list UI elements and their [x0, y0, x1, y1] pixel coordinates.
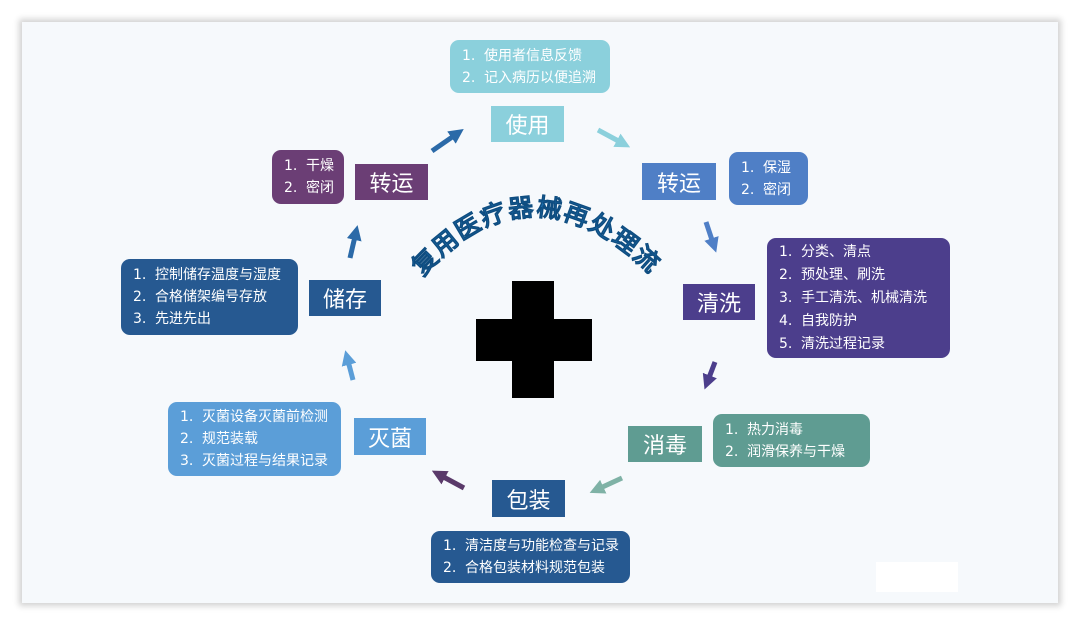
arrow-transport2-to-use — [430, 129, 464, 154]
stage-use: 使用 — [491, 106, 564, 142]
stage-store-label: 储存 — [322, 288, 367, 313]
transport-1-details: 1.保湿 2.密闭 — [729, 152, 808, 205]
list-item: 1.灭菌设备灭菌前检测 — [180, 409, 328, 425]
stage-disinfect-label: 消毒 — [642, 434, 687, 459]
list-item: 1.使用者信息反馈 — [462, 47, 582, 64]
clean-details: 1.分类、清点 2.预处理、刷洗 3.手工清洗、机械清洗 4.自我防护 5.清洗… — [767, 238, 950, 358]
list-item: 2.预处理、刷洗 — [779, 267, 885, 283]
stage-store: 储存 — [309, 280, 381, 316]
stage-sterilize-label: 灭菌 — [367, 426, 412, 452]
stage-clean: 清洗 — [683, 284, 755, 320]
use-details: 1.使用者信息反馈 2.记入病历以便追溯 — [450, 40, 610, 93]
stage-use-label: 使用 — [505, 114, 550, 139]
arrow-use-to-transport1 — [596, 127, 631, 148]
list-item: 2.合格包装材料规范包装 — [443, 560, 605, 576]
stage-transport-2: 转运 — [355, 164, 428, 200]
arrow-pack-to-sterilize — [431, 470, 466, 491]
store-details: 1.控制储存温度与湿度 2.合格储架编号存放 3.先进先出 — [121, 259, 298, 335]
list-item: 2.记入病历以便追溯 — [462, 69, 596, 86]
blank-patch — [876, 562, 958, 592]
stage-clean-label: 清洗 — [696, 292, 741, 317]
list-item: 4.自我防护 — [779, 313, 857, 329]
stage-pack-label: 包装 — [506, 488, 551, 514]
list-item: 5.清洗过程记录 — [779, 336, 885, 352]
stage-disinfect: 消毒 — [628, 426, 702, 462]
stage-transport-1-label: 转运 — [656, 171, 701, 197]
arrow-store-to-transport2 — [346, 225, 362, 259]
arrow-transport1-to-clean — [703, 221, 719, 253]
list-item: 2.规范装载 — [180, 431, 258, 447]
arrow-disinfect-to-pack — [589, 475, 624, 494]
list-item: 2.密闭 — [741, 181, 791, 198]
transport-2-details: 1.干燥 2.密闭 — [272, 150, 344, 204]
arrow-sterilize-to-store — [341, 350, 357, 381]
medical-cross-horizontal — [476, 319, 592, 361]
list-item: 1.清洁度与功能检查与记录 — [443, 538, 619, 554]
stage-pack: 包装 — [492, 480, 565, 517]
list-item: 1.控制储存温度与湿度 — [133, 267, 281, 283]
stage-transport-2-label: 转运 — [369, 172, 414, 197]
sterilize-details: 1.灭菌设备灭菌前检测 2.规范装载 3.灭菌过程与结果记录 — [168, 402, 341, 476]
list-item: 1.保湿 — [741, 159, 791, 176]
list-item: 1.热力消毒 — [725, 421, 803, 438]
list-item: 1.分类、清点 — [779, 244, 871, 260]
list-item: 3.手工清洗、机械清洗 — [779, 290, 927, 306]
list-item: 2.合格储架编号存放 — [133, 289, 267, 305]
list-item: 2.润滑保养与干燥 — [725, 443, 845, 460]
list-item: 2.密闭 — [284, 180, 334, 196]
stage-transport-1: 转运 — [642, 163, 716, 200]
list-item: 1.干燥 — [284, 158, 334, 174]
pack-details: 1.清洁度与功能检查与记录 2.合格包装材料规范包装 — [431, 531, 630, 583]
disinfect-details: 1.热力消毒 2.润滑保养与干燥 — [713, 414, 870, 467]
stage-sterilize: 灭菌 — [354, 418, 426, 455]
list-item: 3.先进先出 — [133, 311, 211, 327]
arrow-clean-to-disinfect — [702, 361, 718, 390]
list-item: 3.灭菌过程与结果记录 — [180, 453, 328, 469]
